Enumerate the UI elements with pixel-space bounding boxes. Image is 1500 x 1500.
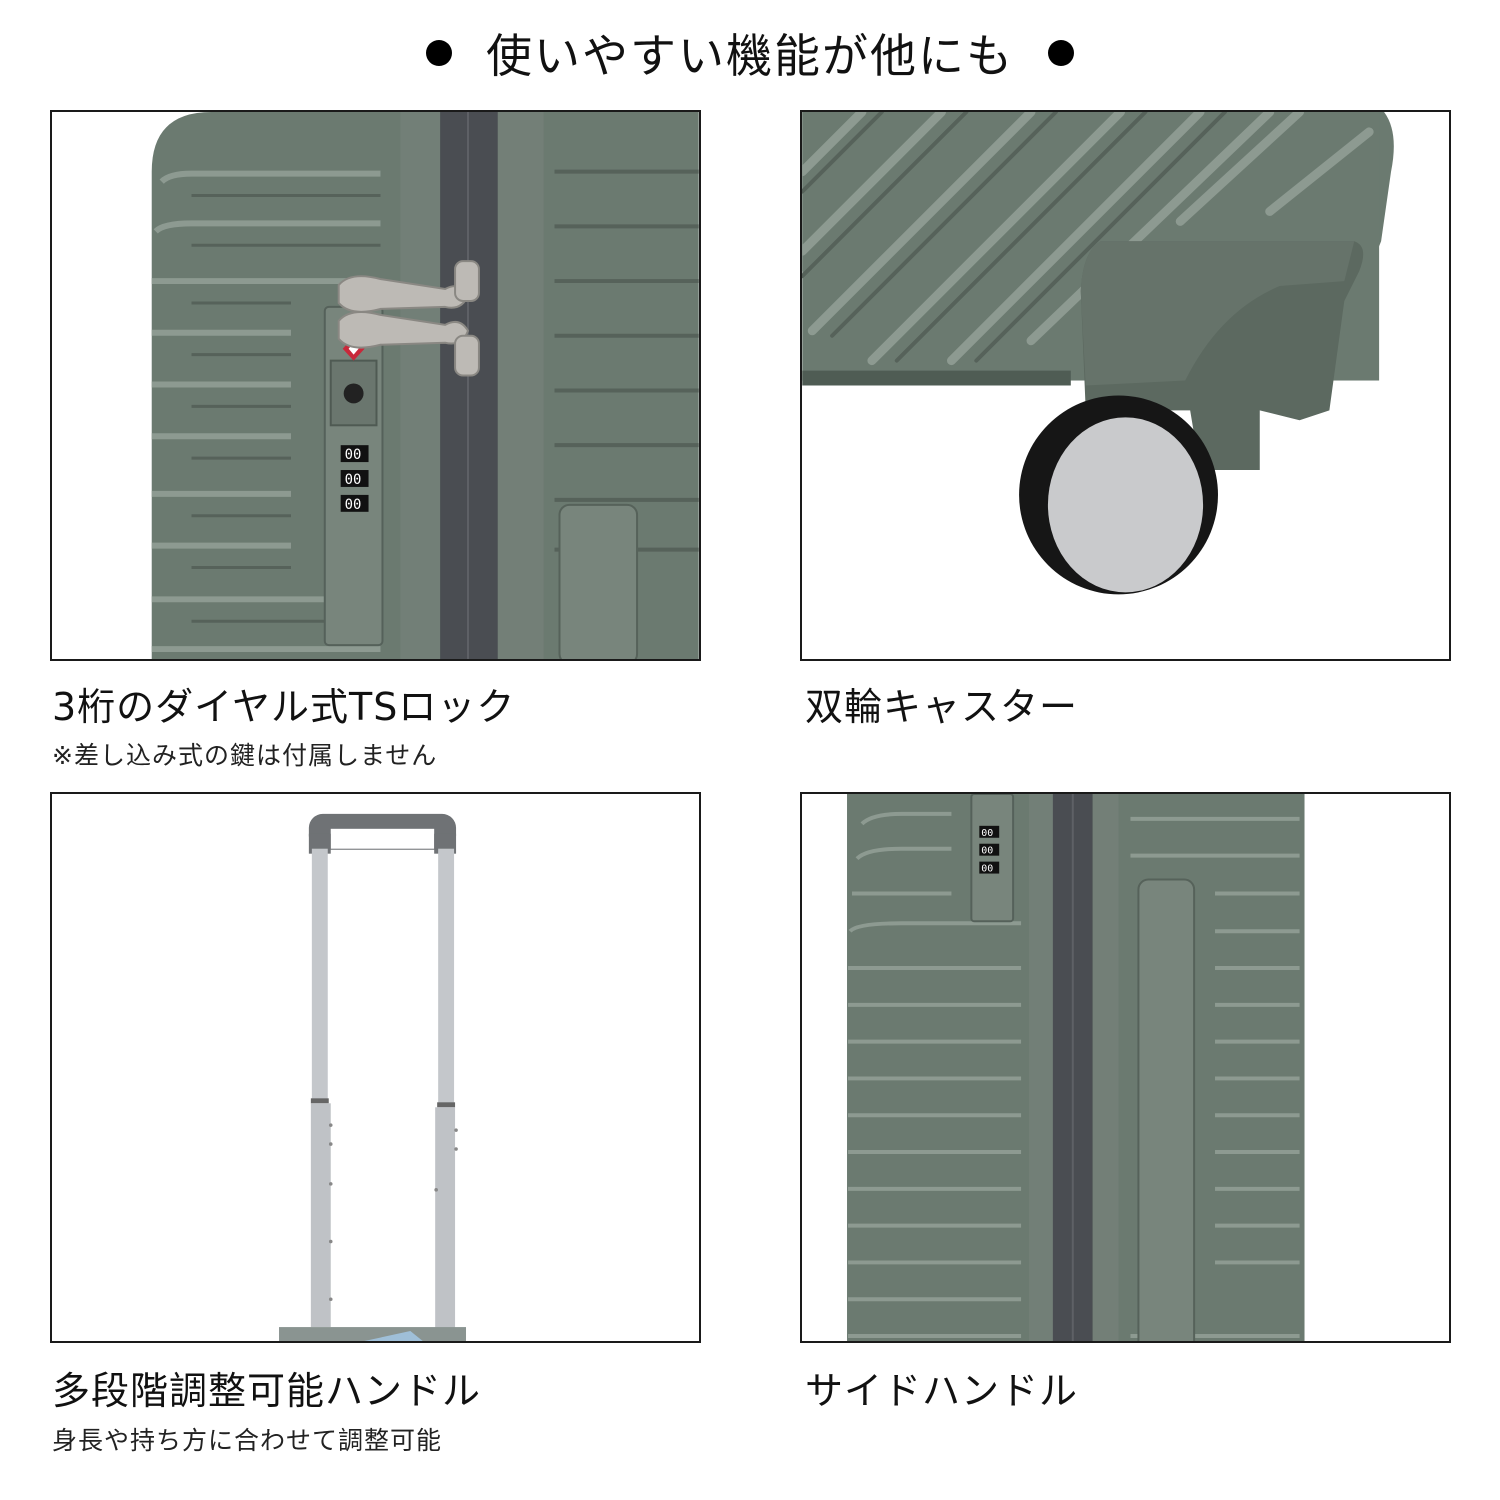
svg-text:00: 00 [345,447,362,463]
feature-image-caster [800,110,1451,661]
svg-text:00: 00 [981,864,993,875]
feature-note-ts-lock: ※差し込み式の鍵は付属しません [52,741,438,770]
svg-text:00: 00 [345,472,362,488]
feature-image-side-handle: 00 00 00 [800,792,1451,1343]
bullet-icon [426,40,452,66]
feature-title-caster: 双輪キャスター [805,685,1079,729]
side-handle-illustration: 00 00 00 [802,794,1449,1341]
feature-note-handle: 身長や持ち方に合わせて調整可能 [52,1426,443,1455]
feature-image-handle [50,792,701,1343]
svg-text:00: 00 [981,846,993,857]
caster-wheel-illustration [802,112,1449,659]
feature-title-handle: 多段階調整可能ハンドル [52,1369,482,1413]
feature-title-ts-lock: 3桁のダイヤル式TSロック [52,685,516,729]
svg-text:00: 00 [345,497,362,513]
suitcase-lock-illustration: 00 00 00 [52,112,699,659]
trolley-handle-illustration [52,794,699,1341]
feature-title-side-handle: サイドハンドル [805,1369,1079,1413]
page-title: 使いやすい機能が他にも [486,29,1014,83]
svg-text:00: 00 [981,828,993,839]
feature-image-ts-lock: 00 00 00 [50,110,701,661]
bullet-icon [1048,40,1074,66]
page-header: 使いやすい機能が他にも [0,18,1500,88]
